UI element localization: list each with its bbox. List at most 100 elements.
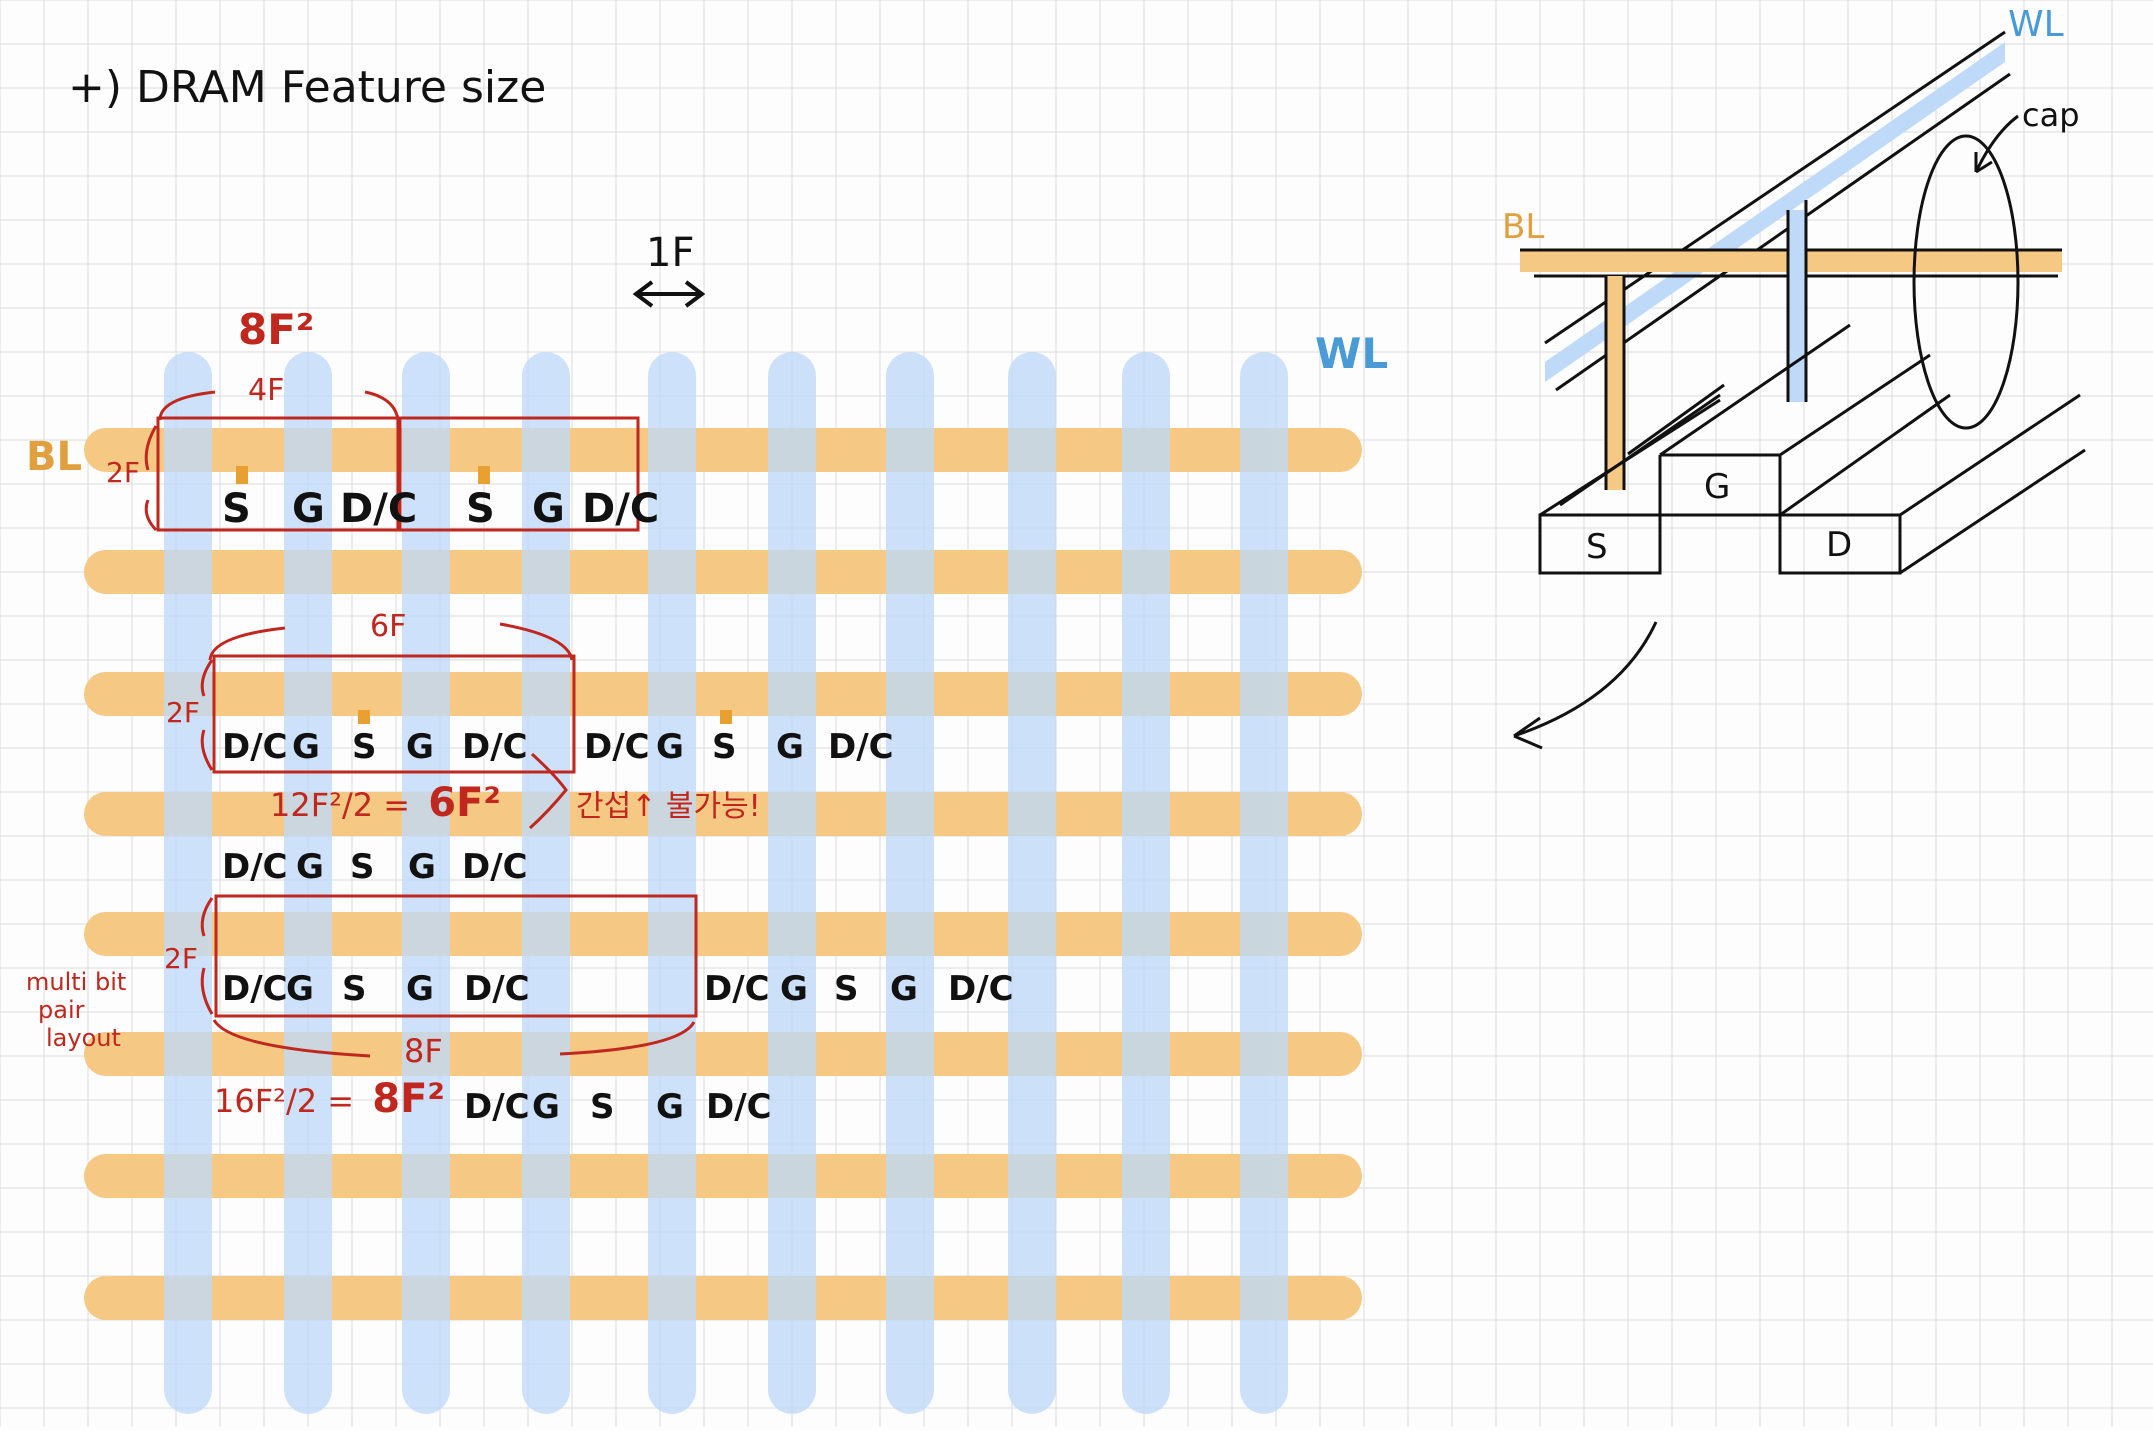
- cell-s-label: S: [834, 969, 859, 1009]
- bitline-stripe: [84, 1154, 1362, 1198]
- cell-array: [84, 352, 1362, 1414]
- cell-s-label: S: [590, 1087, 615, 1127]
- cell-dc-label: D/C: [222, 727, 288, 767]
- cell-dc-label: D/C: [464, 1087, 530, 1127]
- cell-g-label: G: [532, 486, 565, 532]
- transistor-3d-sketch: WL BL cap S G D: [1502, 4, 2086, 750]
- cell-box-6f2: [212, 654, 576, 774]
- source-label: S: [1586, 527, 1608, 567]
- area-8f2-label: 8F²: [238, 305, 314, 354]
- width-4f-label: 4F: [248, 373, 284, 408]
- height-2f-label: 2F: [166, 696, 200, 729]
- back-edges: [1559, 383, 1725, 507]
- cell-dc-label: D/C: [222, 969, 288, 1009]
- cell-g-label: G: [292, 486, 325, 532]
- cell-g-label: G: [296, 847, 324, 887]
- area-multibit-lhs: 16F²/2 =: [214, 1082, 354, 1120]
- cell-g-label: G: [656, 1087, 684, 1127]
- wordline-stripes: [164, 352, 1288, 1414]
- gate-block-top-edges: [1659, 323, 1931, 515]
- source-block: [1538, 513, 1662, 575]
- cell-dc-label: D/C: [828, 727, 894, 767]
- multibit-label-line2: pair: [38, 996, 85, 1024]
- cell-s-label: S: [350, 847, 375, 887]
- cell-g-label: G: [286, 969, 314, 1009]
- cell-box-multibit: [214, 894, 698, 1018]
- multibit-label: multi bit pair layout: [26, 968, 134, 1052]
- area-6f2-lhs: 12F²/2 =: [270, 786, 410, 824]
- cell-dc-label: D/C: [464, 969, 530, 1009]
- bitline-stripe: [84, 672, 1362, 716]
- cell-box-2: [398, 416, 640, 532]
- wordline-stripe: [522, 352, 570, 1414]
- cell-dc-label: D/C: [704, 969, 770, 1009]
- height-2f-brace: [144, 425, 158, 532]
- pitch-arrow-right-head: [684, 280, 706, 308]
- wordline-label: WL: [1315, 329, 1388, 378]
- bitline-contact: [478, 466, 490, 484]
- bitline-label-3d: BL: [1502, 207, 1544, 247]
- cell-g-label: G: [292, 727, 320, 767]
- interference-note: 간섭↑ 불가능!: [576, 789, 761, 824]
- wordline-stripe: [768, 352, 816, 1414]
- bitline-contact: [358, 710, 370, 724]
- cell-g-label: G: [656, 727, 684, 767]
- width-8f-label: 8F: [404, 1032, 443, 1070]
- note-bracket: [529, 752, 568, 830]
- curved-arrow: [1513, 621, 1658, 750]
- cell-s-label: S: [466, 486, 495, 532]
- area-6f2-formula: 12F²/2 = 6F²: [270, 780, 501, 826]
- page-title: +) DRAM Feature size: [68, 62, 546, 113]
- cell-dc-label: D/C: [462, 847, 528, 887]
- cell-g-label: G: [780, 969, 808, 1009]
- cell-s-label: S: [222, 486, 251, 532]
- pitch-arrow-left-head: [632, 280, 654, 308]
- bitline-contact: [236, 466, 248, 484]
- bitline-stripe: [84, 550, 1362, 594]
- wordline-stripe: [284, 352, 332, 1414]
- area-multibit-rhs: 8F²: [372, 1076, 445, 1122]
- area-multibit-formula: 16F²/2 = 8F²: [214, 1076, 445, 1122]
- cell-g-label: G: [406, 727, 434, 767]
- width-8f-brace: [212, 1019, 696, 1058]
- cell-g-label: G: [776, 727, 804, 767]
- wordline-stripe: [1008, 352, 1056, 1414]
- cell-dc-label: D/C: [222, 847, 288, 887]
- bitline-contact: [720, 710, 732, 724]
- cell-s-label: S: [352, 727, 377, 767]
- height-2f-label: 2F: [106, 456, 140, 489]
- bitline-stripe: [84, 1032, 1362, 1076]
- gate-label: G: [1704, 467, 1730, 507]
- height-2f-brace: [200, 659, 214, 771]
- cell-g-label: G: [406, 969, 434, 1009]
- multibit-label-line1: multi bit: [26, 968, 126, 996]
- cell-g-label: G: [890, 969, 918, 1009]
- wordline-band: [1545, 42, 2005, 382]
- area-6f2-rhs: 6F²: [428, 780, 501, 826]
- width-4f-brace: [158, 390, 400, 421]
- wordline-label-3d: WL: [2008, 4, 2064, 45]
- capacitor-arrow: [1974, 114, 2019, 174]
- width-6f-label: 6F: [370, 609, 406, 644]
- cell-s-label: S: [712, 727, 737, 767]
- cell-dc-label: D/C: [462, 727, 528, 767]
- bitline-stripe: [84, 428, 1362, 472]
- drain-top-edges: [1779, 393, 2086, 575]
- capacitor-label: cap: [2022, 96, 2080, 134]
- wordline-stripe: [886, 352, 934, 1414]
- cell-dc-label: D/C: [582, 486, 659, 532]
- gate-pillar: [1788, 210, 1806, 402]
- multibit-label-line3: layout: [46, 1024, 121, 1052]
- wordline-stripe: [648, 352, 696, 1414]
- unit-pitch-label: 1F: [646, 230, 694, 276]
- unit-pitch-marker: 1F: [632, 230, 706, 308]
- cell-dc-label: D/C: [340, 486, 417, 532]
- wordline-stripe: [402, 352, 450, 1414]
- drain-label: D: [1826, 525, 1852, 565]
- wordline-stripe: [1240, 352, 1288, 1414]
